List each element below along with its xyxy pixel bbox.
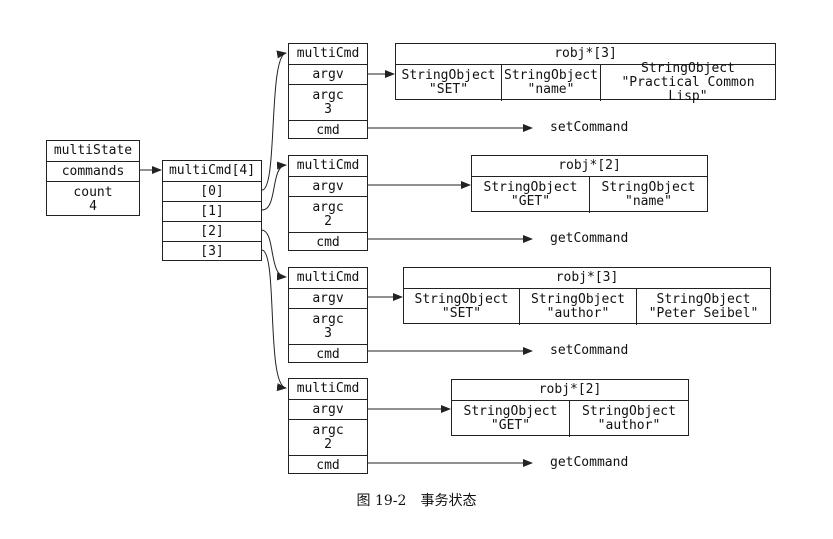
- string-object-cell: StringObject "name": [589, 177, 707, 213]
- cmd-field: cmd: [289, 120, 367, 140]
- multi-cmd-array: multiCmd[4] [0] [1] [2] [3]: [162, 160, 262, 261]
- target-command-label: getCommand: [550, 231, 629, 246]
- argc-field: argc 3: [289, 84, 367, 120]
- target-command-label: getCommand: [550, 455, 629, 470]
- arrow-item1-to-cmd1: [261, 161, 287, 211]
- multi-state-title: multiState: [53, 143, 133, 158]
- cmd-field: cmd: [289, 455, 367, 475]
- array-item-2: [2]: [163, 221, 261, 241]
- cmd-field: cmd: [289, 344, 367, 364]
- array-item-0: [0]: [163, 181, 261, 201]
- string-object-cell: StringObject "author": [519, 289, 636, 325]
- arrow-item3-to-cmd3: [261, 249, 287, 392]
- argc-field: argc 3: [289, 308, 367, 344]
- array-item-3: [3]: [163, 241, 261, 262]
- robj-title: robj*[2]: [558, 158, 621, 173]
- multi-cmd-title: multiCmd: [296, 381, 360, 396]
- array-item-1: [1]: [163, 201, 261, 221]
- multi-state-count-field: count 4: [47, 181, 139, 217]
- string-object-cell: StringObject "GET": [463, 404, 558, 433]
- multi-cmd-title: multiCmd: [296, 270, 360, 285]
- multi-cmd-struct-0: multiCmd argv argc 3 cmd: [288, 43, 368, 139]
- string-object-cell: StringObject "author": [569, 401, 688, 437]
- robj-array-3: robj*[2] StringObject "GET" StringObject…: [451, 379, 689, 437]
- multi-cmd-title: multiCmd: [296, 46, 360, 61]
- target-command-label: setCommand: [550, 120, 629, 135]
- string-object-cell: StringObject "SET": [401, 68, 496, 97]
- arrow-item2-to-cmd2: [261, 229, 287, 281]
- multi-state-struct: multiState commands count 4: [46, 140, 140, 216]
- multi-cmd-struct-3: multiCmd argv argc 2 cmd: [288, 378, 368, 474]
- cmd-field: cmd: [289, 232, 367, 252]
- argv-field: argv: [289, 64, 367, 84]
- argv-field: argv: [289, 399, 367, 419]
- robj-row: StringObject "SET" StringObject "name" S…: [396, 62, 775, 104]
- string-object-cell: StringObject "name": [501, 65, 600, 101]
- argv-field: argv: [289, 176, 367, 196]
- argc-field: argc 2: [289, 419, 367, 455]
- string-object-cell: StringObject "Peter Seibel": [636, 289, 770, 325]
- robj-title: robj*[2]: [538, 382, 602, 397]
- robj-array-2: robj*[3] StringObject "SET" StringObject…: [403, 267, 771, 325]
- multi-cmd-title: multiCmd: [296, 158, 360, 173]
- robj-array-0: robj*[3] StringObject "SET" StringObject…: [395, 43, 776, 104]
- robj-row: StringObject "SET" StringObject "author"…: [404, 288, 770, 325]
- string-object-cell: StringObject "Practical Common Lisp": [600, 62, 775, 104]
- string-object-cell: StringObject "GET": [483, 180, 578, 209]
- arrow-item0-to-cmd0: [261, 50, 287, 191]
- robj-row: StringObject "GET" StringObject "name": [472, 176, 707, 213]
- robj-title: robj*[3]: [555, 270, 619, 285]
- robj-title: robj*[3]: [554, 46, 617, 61]
- multi-cmd-array-title: multiCmd[4]: [168, 163, 256, 178]
- figure-caption: 图 19-2 事务状态: [356, 493, 477, 509]
- argc-field: argc 2: [289, 196, 367, 232]
- multi-cmd-struct-2: multiCmd argv argc 3 cmd: [288, 267, 368, 363]
- target-command-label: setCommand: [550, 343, 629, 358]
- string-object-cell: StringObject "SET": [414, 292, 509, 321]
- argv-field: argv: [289, 288, 367, 308]
- multi-cmd-struct-1: multiCmd argv argc 2 cmd: [288, 155, 368, 251]
- robj-row: StringObject "GET" StringObject "author": [452, 400, 688, 437]
- robj-array-1: robj*[2] StringObject "GET" StringObject…: [471, 155, 708, 213]
- multi-state-commands-field: commands: [47, 161, 139, 181]
